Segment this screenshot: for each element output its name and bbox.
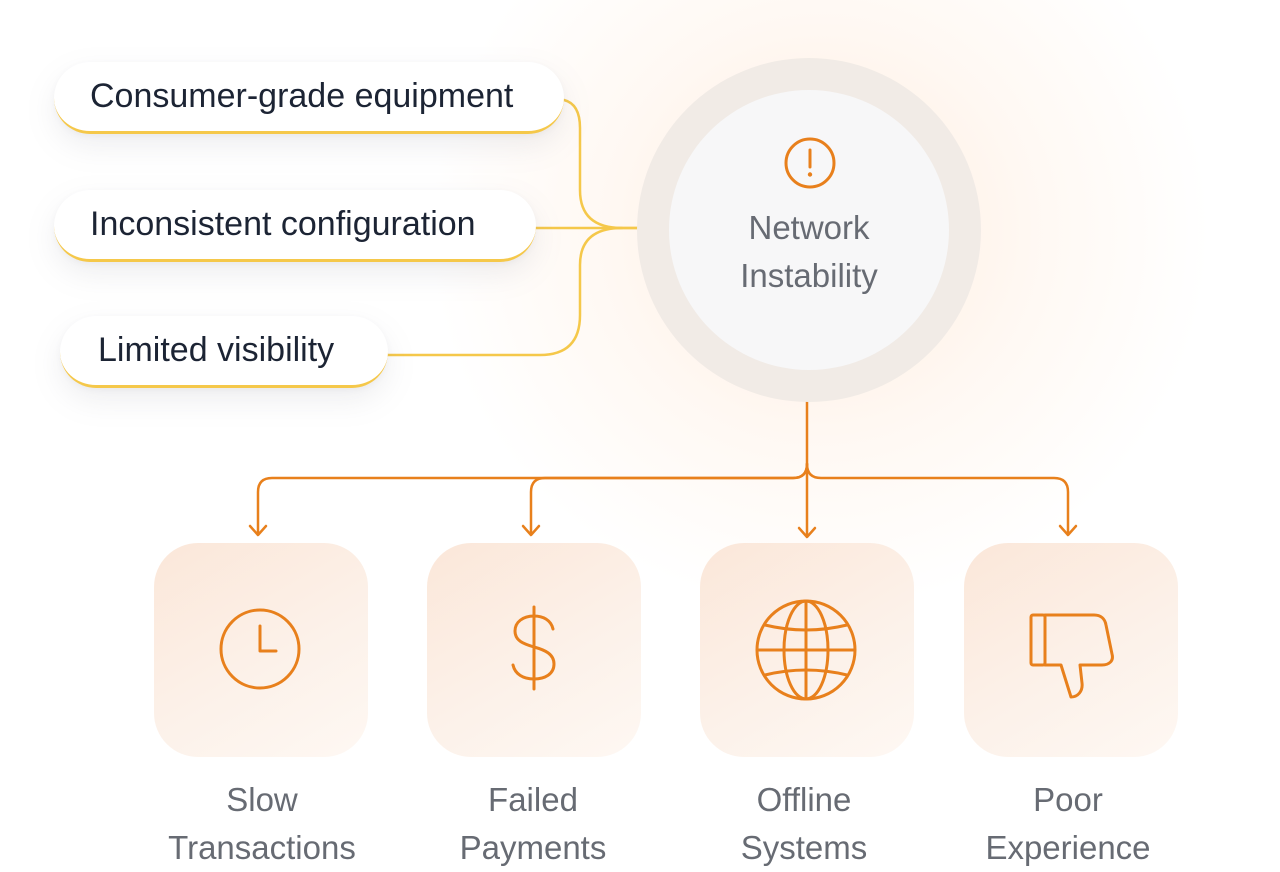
arrowhead-4	[1058, 524, 1078, 537]
clock-icon	[219, 608, 301, 690]
effect-tile-poor-experience	[964, 543, 1178, 757]
center-title-line2: Instability	[740, 257, 878, 294]
arrowhead-1	[248, 524, 268, 537]
effect-label-line1: Slow	[226, 781, 298, 818]
effect-label-line2: Experience	[985, 829, 1151, 866]
dollar-icon	[511, 605, 556, 691]
cause-label: Limited visibility	[98, 331, 335, 369]
effect-label-line2: Payments	[459, 829, 607, 866]
cause-pill-inconsistent-configuration: Inconsistent configuration	[54, 190, 536, 262]
effect-label-failed-payments: Failed Payments	[403, 776, 663, 872]
connector-cause-1	[562, 98, 671, 230]
effect-label-line1: Poor	[1033, 781, 1103, 818]
center-node	[669, 90, 949, 370]
globe-icon	[755, 599, 857, 701]
alert-circle-icon	[784, 137, 836, 189]
center-title: Network Instability	[669, 204, 949, 300]
effect-tile-offline-systems	[700, 543, 914, 757]
cause-label: Consumer-grade equipment	[90, 77, 514, 115]
effect-label-slow-transactions: Slow Transactions	[132, 776, 392, 872]
connector-branch-right	[805, 462, 1070, 534]
thumbs-down-icon	[1029, 613, 1114, 699]
effect-tile-slow-transactions	[154, 543, 368, 757]
connector-branch-mid-left	[529, 462, 809, 534]
effect-label-line2: Systems	[740, 829, 868, 866]
cause-pill-limited-visibility: Limited visibility	[60, 316, 388, 388]
cause-pill-consumer-grade-equipment: Consumer-grade equipment	[54, 62, 564, 134]
effect-label-line1: Offline	[756, 781, 852, 818]
arrowhead-3	[797, 526, 817, 539]
effect-tile-failed-payments	[427, 543, 641, 757]
effect-label-offline-systems: Offline Systems	[674, 776, 934, 872]
connector-cause-3	[386, 226, 624, 357]
cause-label: Inconsistent configuration	[90, 205, 476, 243]
center-title-line1: Network	[748, 209, 870, 246]
effect-label-line1: Failed	[488, 781, 578, 818]
effect-label-poor-experience: Poor Experience	[938, 776, 1198, 872]
arrowhead-2	[521, 524, 541, 537]
connector-branch-left	[256, 462, 809, 534]
effect-label-line2: Transactions	[168, 829, 356, 866]
